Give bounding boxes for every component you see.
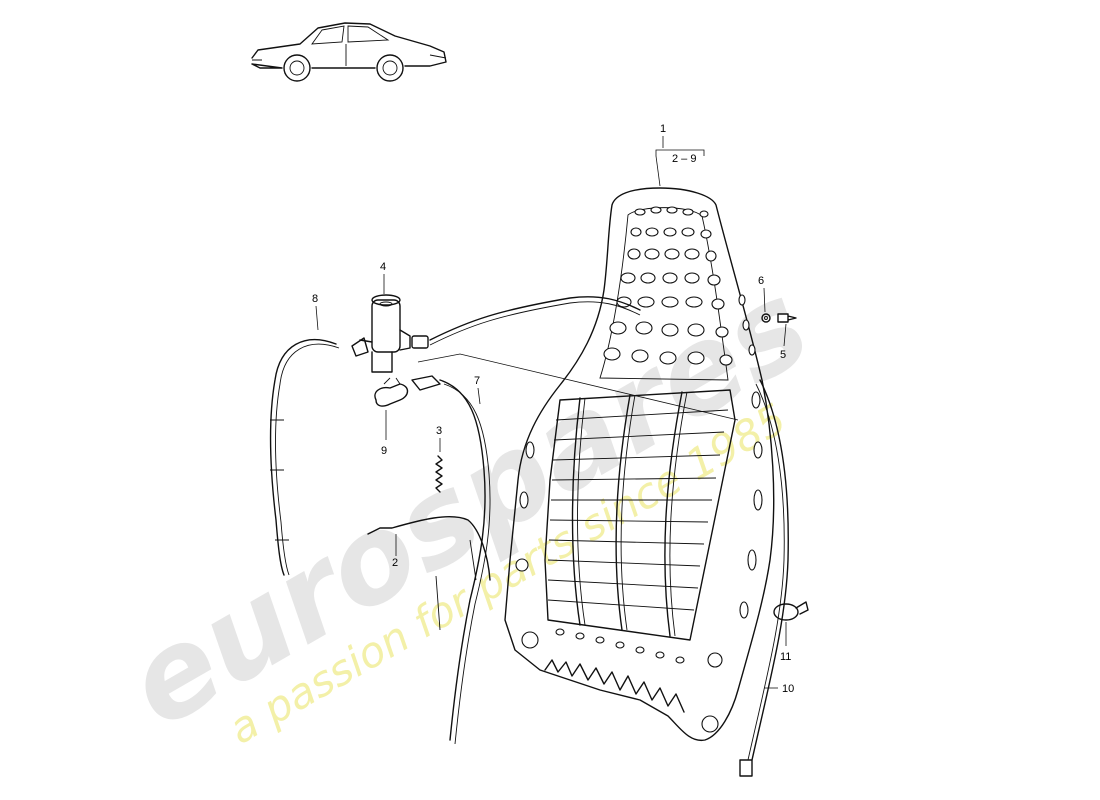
spring-part-3: [435, 455, 443, 493]
callouts: 1 2 – 9 4 8 9 7 3 2 6 5 11 10: [312, 123, 794, 695]
motor-part-4: [351, 294, 429, 373]
guide-line: [417, 353, 739, 421]
callout-2: 2: [392, 557, 398, 569]
callout-1: 1: [660, 123, 666, 135]
clip-part-11: [773, 601, 809, 621]
callout-11: 11: [780, 651, 791, 663]
cable-part-7: [411, 375, 491, 745]
car-thumbnail-icon: [251, 22, 447, 82]
callout-9: 9: [381, 445, 387, 457]
callout-5: 5: [780, 349, 786, 361]
cable-to-frame: [429, 296, 641, 341]
callout-10: 10: [782, 683, 794, 695]
callout-1-range: 2 – 9: [672, 153, 696, 165]
callout-3: 3: [436, 425, 442, 437]
seat-backrest-frame: [504, 187, 775, 742]
cable-part-8: [269, 339, 337, 576]
callout-6: 6: [758, 275, 764, 287]
spring-grid: [547, 391, 729, 637]
screw-part-5: [761, 313, 797, 323]
callout-8: 8: [312, 293, 318, 305]
callout-4: 4: [380, 261, 386, 273]
clip-part-9: [374, 377, 409, 407]
rod-part-2: [367, 516, 491, 581]
cable-part-10: [751, 379, 789, 761]
frame-holes: [515, 206, 763, 733]
callout-7: 7: [474, 375, 480, 387]
